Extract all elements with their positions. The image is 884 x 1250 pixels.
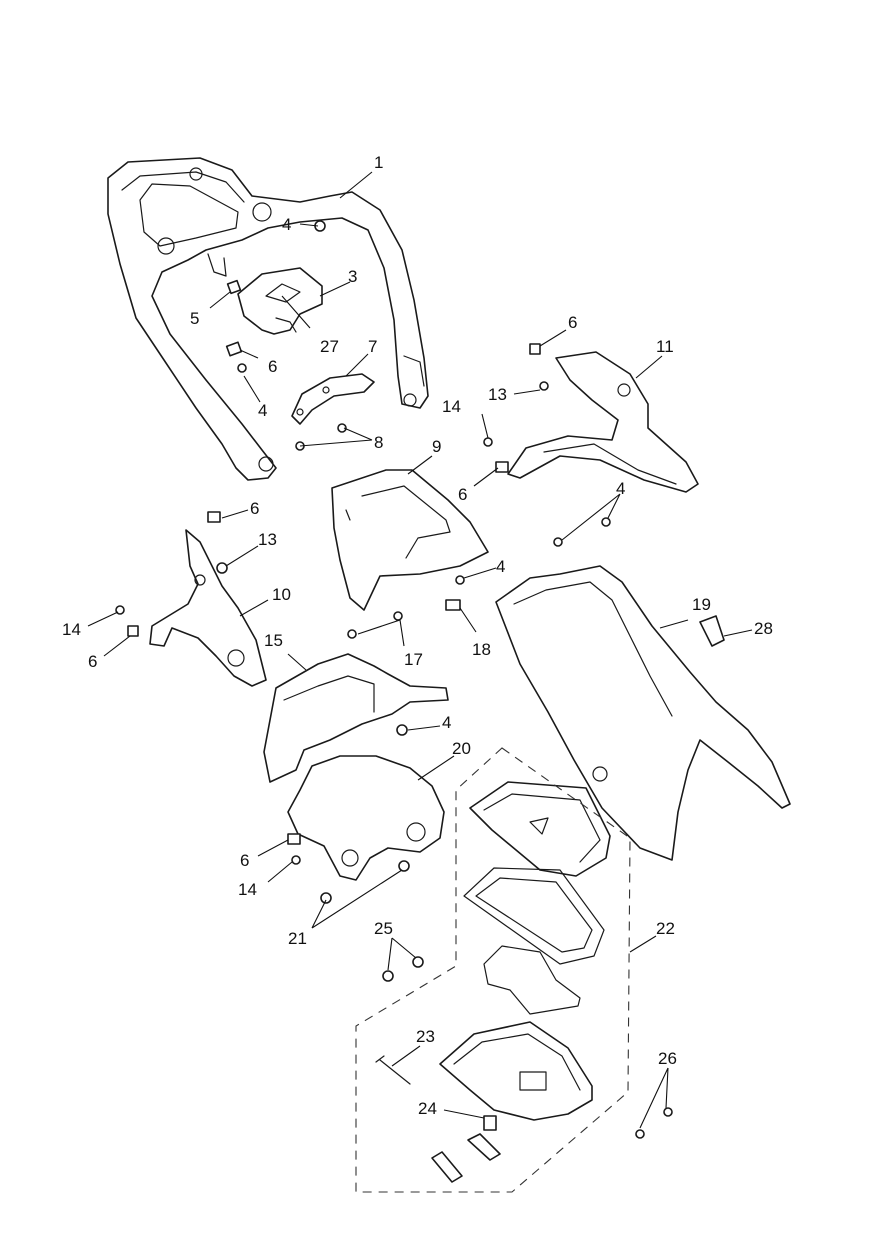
callout-21: 21 <box>288 929 307 948</box>
callout-28: 28 <box>754 619 773 638</box>
callout-19: 19 <box>692 595 711 614</box>
leader-lines <box>87 171 753 1129</box>
callout-27: 27 <box>320 337 339 356</box>
callout-13: 13 <box>258 530 277 549</box>
callout-labels: 1 3 4 4 4 4 4 5 6 6 6 6 6 6 7 8 9 10 11 … <box>62 153 773 1118</box>
callout-20: 20 <box>452 739 471 758</box>
callout-4: 4 <box>258 401 267 420</box>
bracket-part-7[interactable] <box>291 373 375 425</box>
upper-panel-part-9[interactable] <box>331 469 489 611</box>
kit-22-outline <box>355 747 631 1193</box>
callout-6: 6 <box>240 851 249 870</box>
right-bracket-part-11[interactable] <box>507 351 699 493</box>
callout-6: 6 <box>568 313 577 332</box>
fastener-part-24[interactable] <box>431 1115 501 1183</box>
callout-14: 14 <box>238 880 257 899</box>
fasteners-group <box>115 220 725 1139</box>
tray-liner-part[interactable] <box>483 945 581 1015</box>
clip-nut-part-5[interactable] <box>226 279 242 295</box>
callout-4: 4 <box>616 479 625 498</box>
callout-13: 13 <box>488 385 507 404</box>
callout-17: 17 <box>404 650 423 669</box>
grab-rail-part[interactable] <box>107 157 429 481</box>
side-bracket-part-10[interactable] <box>149 529 267 687</box>
tray-seal-part[interactable] <box>463 867 605 965</box>
callout-6: 6 <box>268 357 277 376</box>
callout-14: 14 <box>442 397 461 416</box>
callout-6: 6 <box>458 485 467 504</box>
tool-tray-part[interactable] <box>439 1021 593 1121</box>
rack-cover-part[interactable] <box>237 267 323 335</box>
mudguard-part-19[interactable] <box>495 565 791 861</box>
callout-11: 11 <box>656 337 674 356</box>
callout-9: 9 <box>432 437 441 456</box>
callout-4: 4 <box>496 557 505 576</box>
callout-18: 18 <box>472 640 491 659</box>
tool-part-23[interactable] <box>375 1055 411 1085</box>
callout-24: 24 <box>418 1099 437 1118</box>
callout-15: 15 <box>264 631 283 650</box>
callout-23: 23 <box>416 1027 435 1046</box>
callout-1: 1 <box>374 153 383 172</box>
callout-25: 25 <box>374 919 393 938</box>
callout-26: 26 <box>658 1049 677 1068</box>
callout-4: 4 <box>282 215 291 234</box>
callout-3: 3 <box>348 267 357 286</box>
callout-14: 14 <box>62 620 81 639</box>
tray-lid-part[interactable] <box>469 781 611 877</box>
callout-7: 7 <box>368 337 377 356</box>
callout-6: 6 <box>250 499 259 518</box>
lower-panel-part-15[interactable] <box>263 653 449 783</box>
callout-8: 8 <box>374 433 383 452</box>
callout-4: 4 <box>442 713 451 732</box>
callout-10: 10 <box>272 585 291 604</box>
plate-part-20[interactable] <box>287 755 445 881</box>
callout-5: 5 <box>190 309 199 328</box>
callout-22: 22 <box>656 919 675 938</box>
callout-6: 6 <box>88 652 97 671</box>
